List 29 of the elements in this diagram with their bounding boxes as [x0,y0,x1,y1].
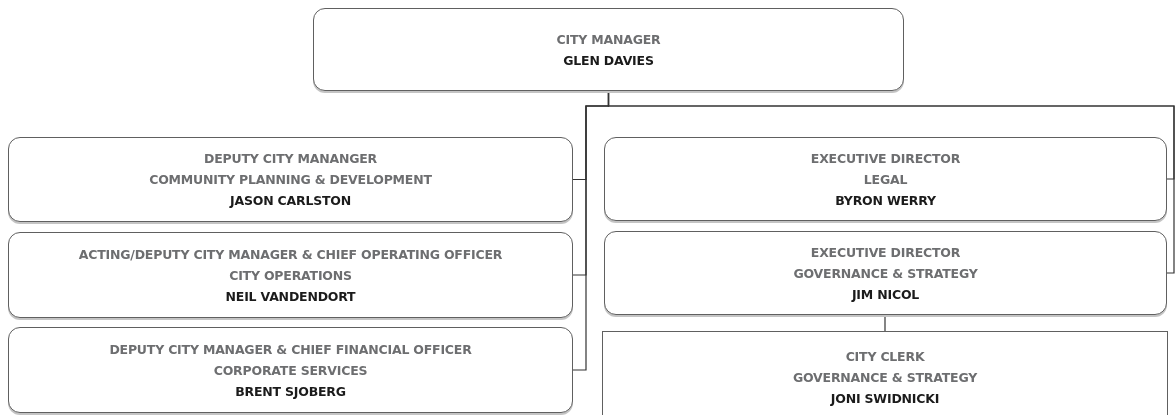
person-name: BYRON WERRY [835,191,936,210]
position-title: COMMUNITY PLANNING & DEVELOPMENT [149,171,432,189]
position-title: EXECUTIVE DIRECTOR [810,243,961,262]
position-title: GOVERNANCE & STRATEGY [792,369,978,387]
position-title: CITY OPERATIONS [229,266,352,285]
connector-line [884,314,886,332]
position-title: GOVERNANCE & STRATEGY [793,264,978,283]
position-title: DEPUTY CITY MANANGER [203,150,377,168]
org-box [8,232,573,318]
person-name: JASON CARLSTON [230,192,351,210]
position-title: CITY CLERK [845,348,925,366]
position-title: ACTING/DEPUTY CITY MANAGER & CHIEF OPERATING OFFICER [78,245,503,264]
position-title: CITY MANAGER [556,30,661,49]
org-box [604,137,1167,221]
person-name: NEIL VANDENDORT [225,287,356,306]
position-title: LEGAL [863,170,908,189]
org-box [602,331,1168,415]
org-box [604,231,1167,315]
person-name: JONI SWIDNICKI [830,390,940,408]
org-box [8,137,573,222]
org-box [313,8,904,91]
person-name: GLEN DAVIES [563,51,654,70]
position-title: DEPUTY CITY MANAGER & CHIEF FINANCIAL OFFICER [109,340,472,359]
position-title: EXECUTIVE DIRECTOR [810,149,961,168]
person-name: BRENT SJOBERG [235,382,346,401]
position-title: CORPORATE SERVICES [213,361,368,380]
person-name: JIM NICOL [851,285,920,304]
connector-line [607,90,1175,274]
org-box [8,327,573,413]
